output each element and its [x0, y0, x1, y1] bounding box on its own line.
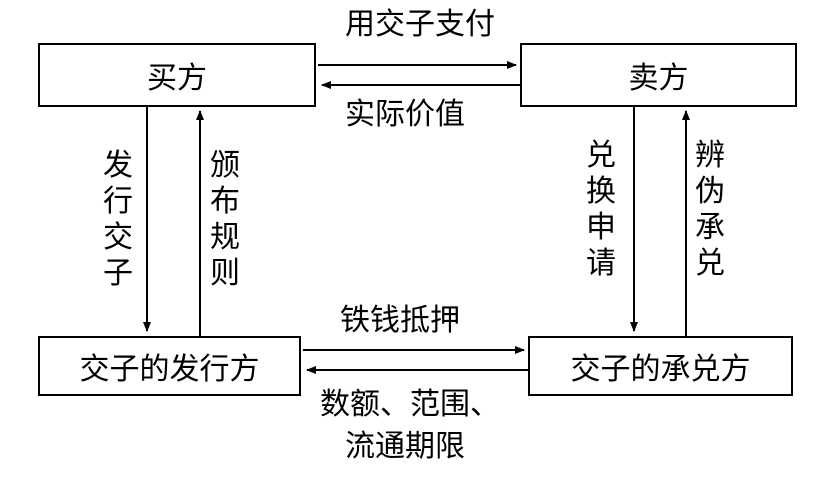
- node-seller: 卖方: [520, 43, 797, 107]
- node-redeemer-label: 交子的承兑方: [570, 352, 751, 387]
- label-seller-to-buyer: 实际价值: [345, 97, 465, 132]
- node-issuer-label: 交子的发行方: [79, 352, 260, 387]
- label-redeemer-to-seller: 辨伪承兑: [695, 138, 725, 281]
- label-buyer-to-seller: 用交子支付: [345, 7, 495, 42]
- node-buyer: 买方: [38, 43, 316, 107]
- label-issuer-to-redeemer: 铁钱抵押: [340, 303, 460, 338]
- node-issuer: 交子的发行方: [38, 336, 301, 396]
- label-seller-to-redeemer: 兑换申请: [586, 138, 616, 281]
- node-redeemer: 交子的承兑方: [528, 336, 793, 396]
- label-buyer-to-issuer: 颁布规则: [210, 148, 240, 291]
- label-issuer-to-buyer: 发行交子: [103, 148, 133, 291]
- label-redeemer-to-issuer-line2: 流通期限: [345, 429, 465, 464]
- label-redeemer-to-issuer-line1: 数额、范围、: [320, 387, 500, 422]
- node-seller-label: 卖方: [628, 61, 689, 96]
- node-buyer-label: 买方: [147, 61, 207, 96]
